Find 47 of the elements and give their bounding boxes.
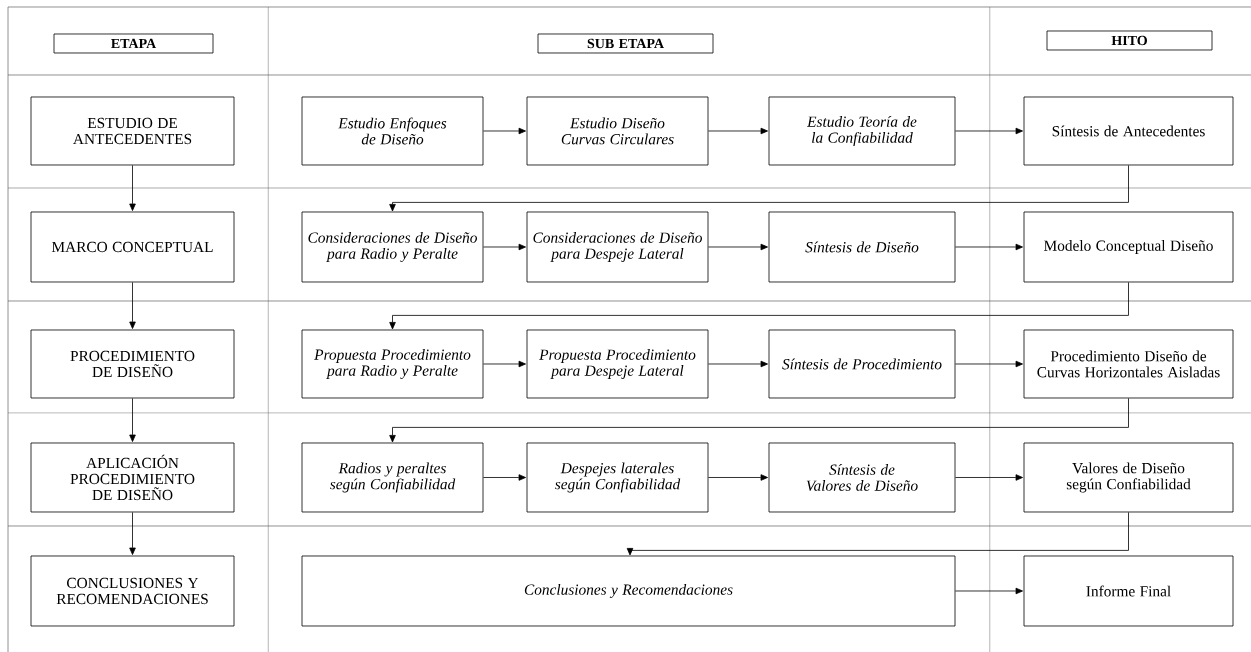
milestone-box: Procedimiento Diseño de Curvas Horizontales Aisladas [1023,329,1234,399]
substage-box: Despejes laterales según Confiabilidad [526,442,709,513]
arrow [955,587,1023,595]
arrow [708,243,768,251]
substage-box: Conclusiones y Recomendaciones [301,555,956,627]
substage-box: Síntesis de Procedimiento [768,329,956,399]
substage-box: Propuesta Procedimiento para Radio y Peralte [301,329,484,399]
substage-box: Estudio Teoría de la Confiabilidad [768,96,956,166]
arrow [955,243,1023,251]
arrow [129,165,136,211]
arrow [483,127,526,135]
stage-box: APLICACIÓN PROCEDIMIENTO DE DISEÑO [30,442,235,513]
arrow [483,360,526,368]
column-header-box: ETAPA [53,33,214,54]
column-header-box: HITO [1046,30,1213,51]
arrow [389,398,1129,443]
substage-box: Síntesis de Diseño [768,211,956,283]
arrow [955,127,1023,135]
arrow [389,165,1129,212]
arrow [708,474,768,481]
substage-box: Estudio Enfoques de Diseño [301,96,484,166]
substage-box: Síntesis de Valores de Diseño [768,442,956,513]
stage-box: MARCO CONCEPTUAL [30,211,235,283]
substage-box: Consideraciones de Diseño para Despeje Lateral [526,211,709,283]
stage-box: CONCLUSIONES Y RECOMENDACIONES [30,555,235,627]
arrow [955,474,1023,481]
substage-box: Consideraciones de Diseño para Radio y Peralte [301,211,484,283]
arrow [129,282,136,329]
milestone-box: Modelo Conceptual Diseño [1023,211,1234,283]
arrow [389,282,1129,330]
arrow [129,398,136,442]
milestone-box: Síntesis de Antecedentes [1023,96,1234,166]
arrow [708,360,768,368]
arrow [626,512,1129,556]
arrow [129,512,136,555]
arrow [708,127,768,135]
arrow [955,360,1023,368]
substage-box: Propuesta Procedimiento para Despeje Lateral [526,329,709,399]
stage-box: ESTUDIO DE ANTECEDENTES [30,96,235,166]
substage-box: Estudio Diseño Curvas Circulares [526,96,709,166]
stage-box: PROCEDIMIENTO DE DISEÑO [30,329,235,399]
arrow [483,243,526,251]
milestone-box: Informe Final [1023,555,1234,627]
milestone-box: Valores de Diseño según Confiabilidad [1023,442,1234,513]
arrow [483,474,526,481]
column-header-box: SUB ETAPA [537,33,714,54]
substage-box: Radios y peraltes según Confiabilidad [301,442,484,513]
